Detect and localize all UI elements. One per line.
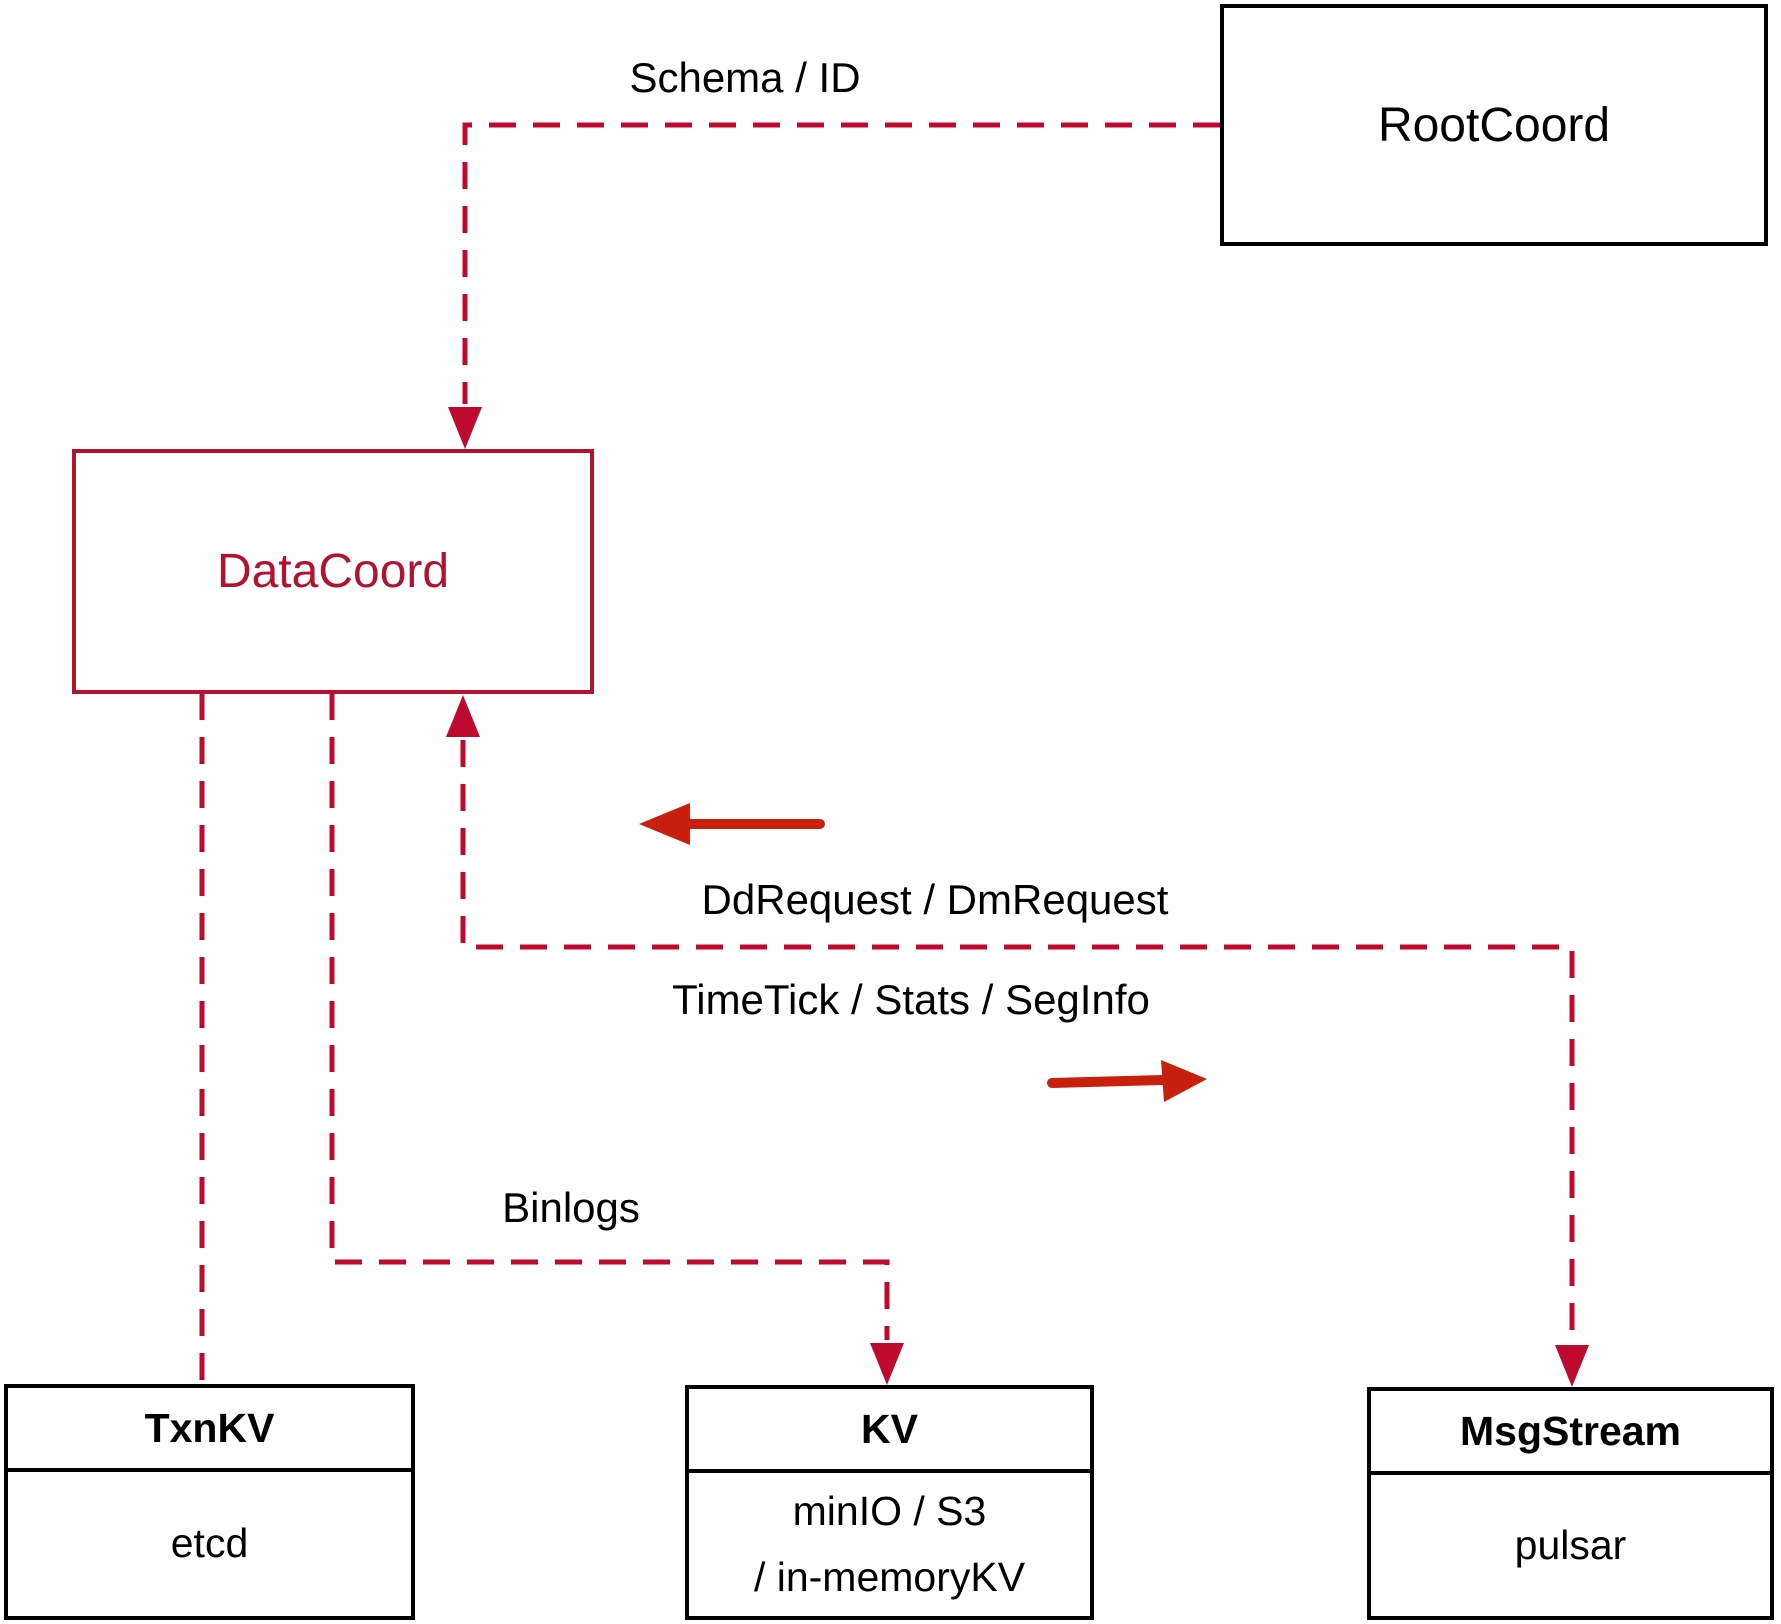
node-datacoord: DataCoord xyxy=(72,449,594,694)
node-txnkv-impl: etcd xyxy=(170,1520,249,1567)
direction-arrow-right-icon xyxy=(1161,1060,1207,1102)
edge-label-schema-id: Schema / ID xyxy=(629,54,861,101)
node-txnkv: TxnKV etcd xyxy=(4,1384,415,1620)
edge-datacoord-to-msgstream xyxy=(460,740,1575,1342)
direction-arrow-right-shaft xyxy=(1047,1075,1168,1088)
node-datacoord-label: DataCoord xyxy=(216,545,450,598)
edge-label-timetick-stats-seginfo: TimeTick / Stats / SegInfo xyxy=(672,976,1150,1023)
node-kv: KV minIO / S3 / in-memoryKV xyxy=(685,1385,1094,1620)
node-rootcoord: RootCoord xyxy=(1220,4,1768,246)
node-kv-impl-line1: minIO / S3 xyxy=(792,1487,987,1534)
node-txnkv-title: TxnKV xyxy=(8,1388,411,1472)
arrowhead-into-kv-top-icon xyxy=(870,1343,904,1385)
arrowhead-into-datacoord-bottom-icon xyxy=(446,695,480,737)
arrowhead-into-datacoord-top-icon xyxy=(448,407,482,449)
edge-datacoord-to-kv xyxy=(329,693,890,1340)
node-rootcoord-label: RootCoord xyxy=(1377,98,1611,152)
node-kv-title: KV xyxy=(689,1389,1090,1473)
edge-label-ddrequest-dmrequest: DdRequest / DmRequest xyxy=(701,876,1169,923)
node-kv-impl-line2: / in-memoryKV xyxy=(753,1553,1026,1600)
node-msgstream: MsgStream pulsar xyxy=(1367,1387,1774,1620)
node-msgstream-impl: pulsar xyxy=(1514,1521,1627,1568)
node-msgstream-title: MsgStream xyxy=(1371,1391,1770,1475)
edge-rootcoord-to-datacoord xyxy=(462,122,1220,404)
edge-label-binlogs: Binlogs xyxy=(502,1184,640,1231)
direction-arrow-left-icon xyxy=(639,803,690,845)
arrowhead-into-msgstream-top-icon xyxy=(1555,1345,1589,1387)
